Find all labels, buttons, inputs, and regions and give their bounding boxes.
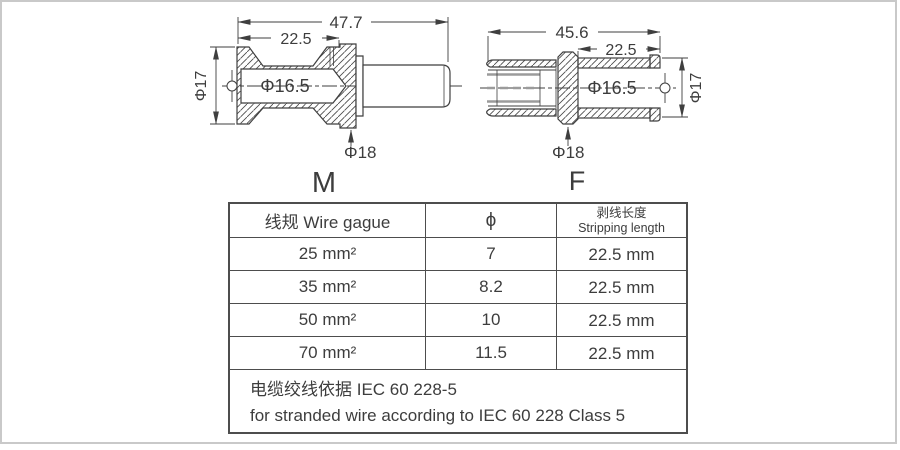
technical-drawing: 47.7 22.5 Φ17 Φ16.5 Φ18 M — [193, 13, 705, 199]
bore-dim-marker — [226, 80, 238, 92]
female-tube-top-wall — [577, 57, 651, 69]
spec-table: 线规 Wire gague ϕ 剥线长度 Stripping length 25… — [228, 202, 688, 434]
male-connector-label: M — [312, 167, 336, 199]
female-socket-top-wall — [486, 59, 557, 68]
male-body-diameter-label: Φ17 — [193, 71, 210, 102]
male-step-ring — [355, 55, 364, 117]
gauge-cell: 50 mm² — [230, 304, 426, 336]
female-socket-bottom-wall — [486, 108, 557, 117]
stripping-header-en: Stripping length — [578, 220, 665, 235]
gauge-cell: 35 mm² — [230, 271, 426, 303]
female-connector-label: F — [569, 166, 586, 196]
female-lip-bottom — [649, 107, 661, 122]
bore-dim-marker — [659, 82, 671, 94]
diameter-cell: 11.5 — [426, 337, 557, 369]
female-overall-dimension-label: 45.6 — [555, 23, 588, 42]
male-overall-dimension-label: 47.7 — [329, 13, 362, 32]
table-header-row: 线规 Wire gague ϕ 剥线长度 Stripping length — [230, 204, 686, 238]
stripping-cell: 22.5 mm — [588, 310, 655, 330]
stripping-length-header-cell: 剥线长度 Stripping length — [557, 204, 686, 237]
footnote-cn: 电缆绞线依据 IEC 60 228-5 — [250, 380, 457, 399]
male-connector-drawing: 47.7 22.5 Φ17 Φ16.5 Φ18 M — [193, 13, 464, 199]
gauge-cell: 70 mm² — [230, 337, 426, 369]
stripping-cell: 22.5 mm — [588, 277, 655, 297]
stripping-cell: 22.5 mm — [588, 343, 655, 363]
female-tube-bottom-wall — [577, 107, 651, 119]
stripping-cell: 22.5 mm — [588, 244, 655, 264]
female-flange-diameter-label: Φ18 — [552, 143, 584, 162]
male-bore-diameter-label: Φ16.5 — [260, 76, 309, 96]
stripping-header-cn: 剥线长度 — [596, 205, 647, 220]
male-connector-body — [236, 43, 357, 129]
table-footnote: 电缆绞线依据 IEC 60 228-5 for stranded wire ac… — [230, 370, 686, 432]
diameter-header-cell: ϕ — [426, 204, 557, 237]
table-row: 35 mm² 8.2 22.5 mm — [230, 271, 686, 304]
female-stripping-dimension-label: 22.5 — [605, 42, 636, 59]
table-row: 25 mm² 7 22.5 mm — [230, 238, 686, 271]
male-stripping-dimension-label: 22.5 — [280, 31, 311, 48]
diameter-cell: 10 — [426, 304, 557, 336]
female-bore-diameter-label: Φ16.5 — [587, 78, 636, 98]
female-connector-drawing: 45.6 22.5 Φ16.5 Φ17 Φ18 F — [480, 23, 705, 196]
table-row: 70 mm² 11.5 22.5 mm — [230, 337, 686, 370]
wire-gauge-header-cell: 线规 Wire gague — [230, 204, 426, 237]
table-row: 50 mm² 10 22.5 mm — [230, 304, 686, 337]
male-flange-diameter-label: Φ18 — [344, 143, 376, 162]
footnote-en: for stranded wire according to IEC 60 22… — [250, 406, 626, 425]
diameter-cell: 8.2 — [426, 271, 557, 303]
female-body-diameter-label: Φ17 — [688, 73, 705, 104]
gauge-cell: 25 mm² — [230, 238, 426, 270]
female-lip-top — [649, 54, 661, 69]
female-collar — [557, 51, 579, 125]
male-pin — [362, 64, 451, 108]
diameter-cell: 7 — [426, 238, 557, 270]
